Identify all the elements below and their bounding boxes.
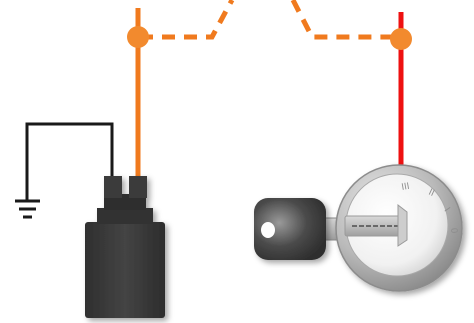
ignition-position-2: II	[427, 188, 436, 199]
junction-dot-left	[127, 26, 149, 48]
ground-icon	[15, 199, 40, 219]
ignition-position-3: III	[401, 182, 411, 193]
ignition-position-1: I	[442, 206, 452, 214]
ground-wire	[25, 122, 114, 200]
ignition-switch-icon	[335, 164, 463, 292]
ignition-position-0: 0	[448, 227, 458, 234]
connector-plug-icon	[85, 176, 165, 318]
dashed-supply-wire	[140, 0, 398, 40]
junction-dot-right	[390, 28, 412, 50]
